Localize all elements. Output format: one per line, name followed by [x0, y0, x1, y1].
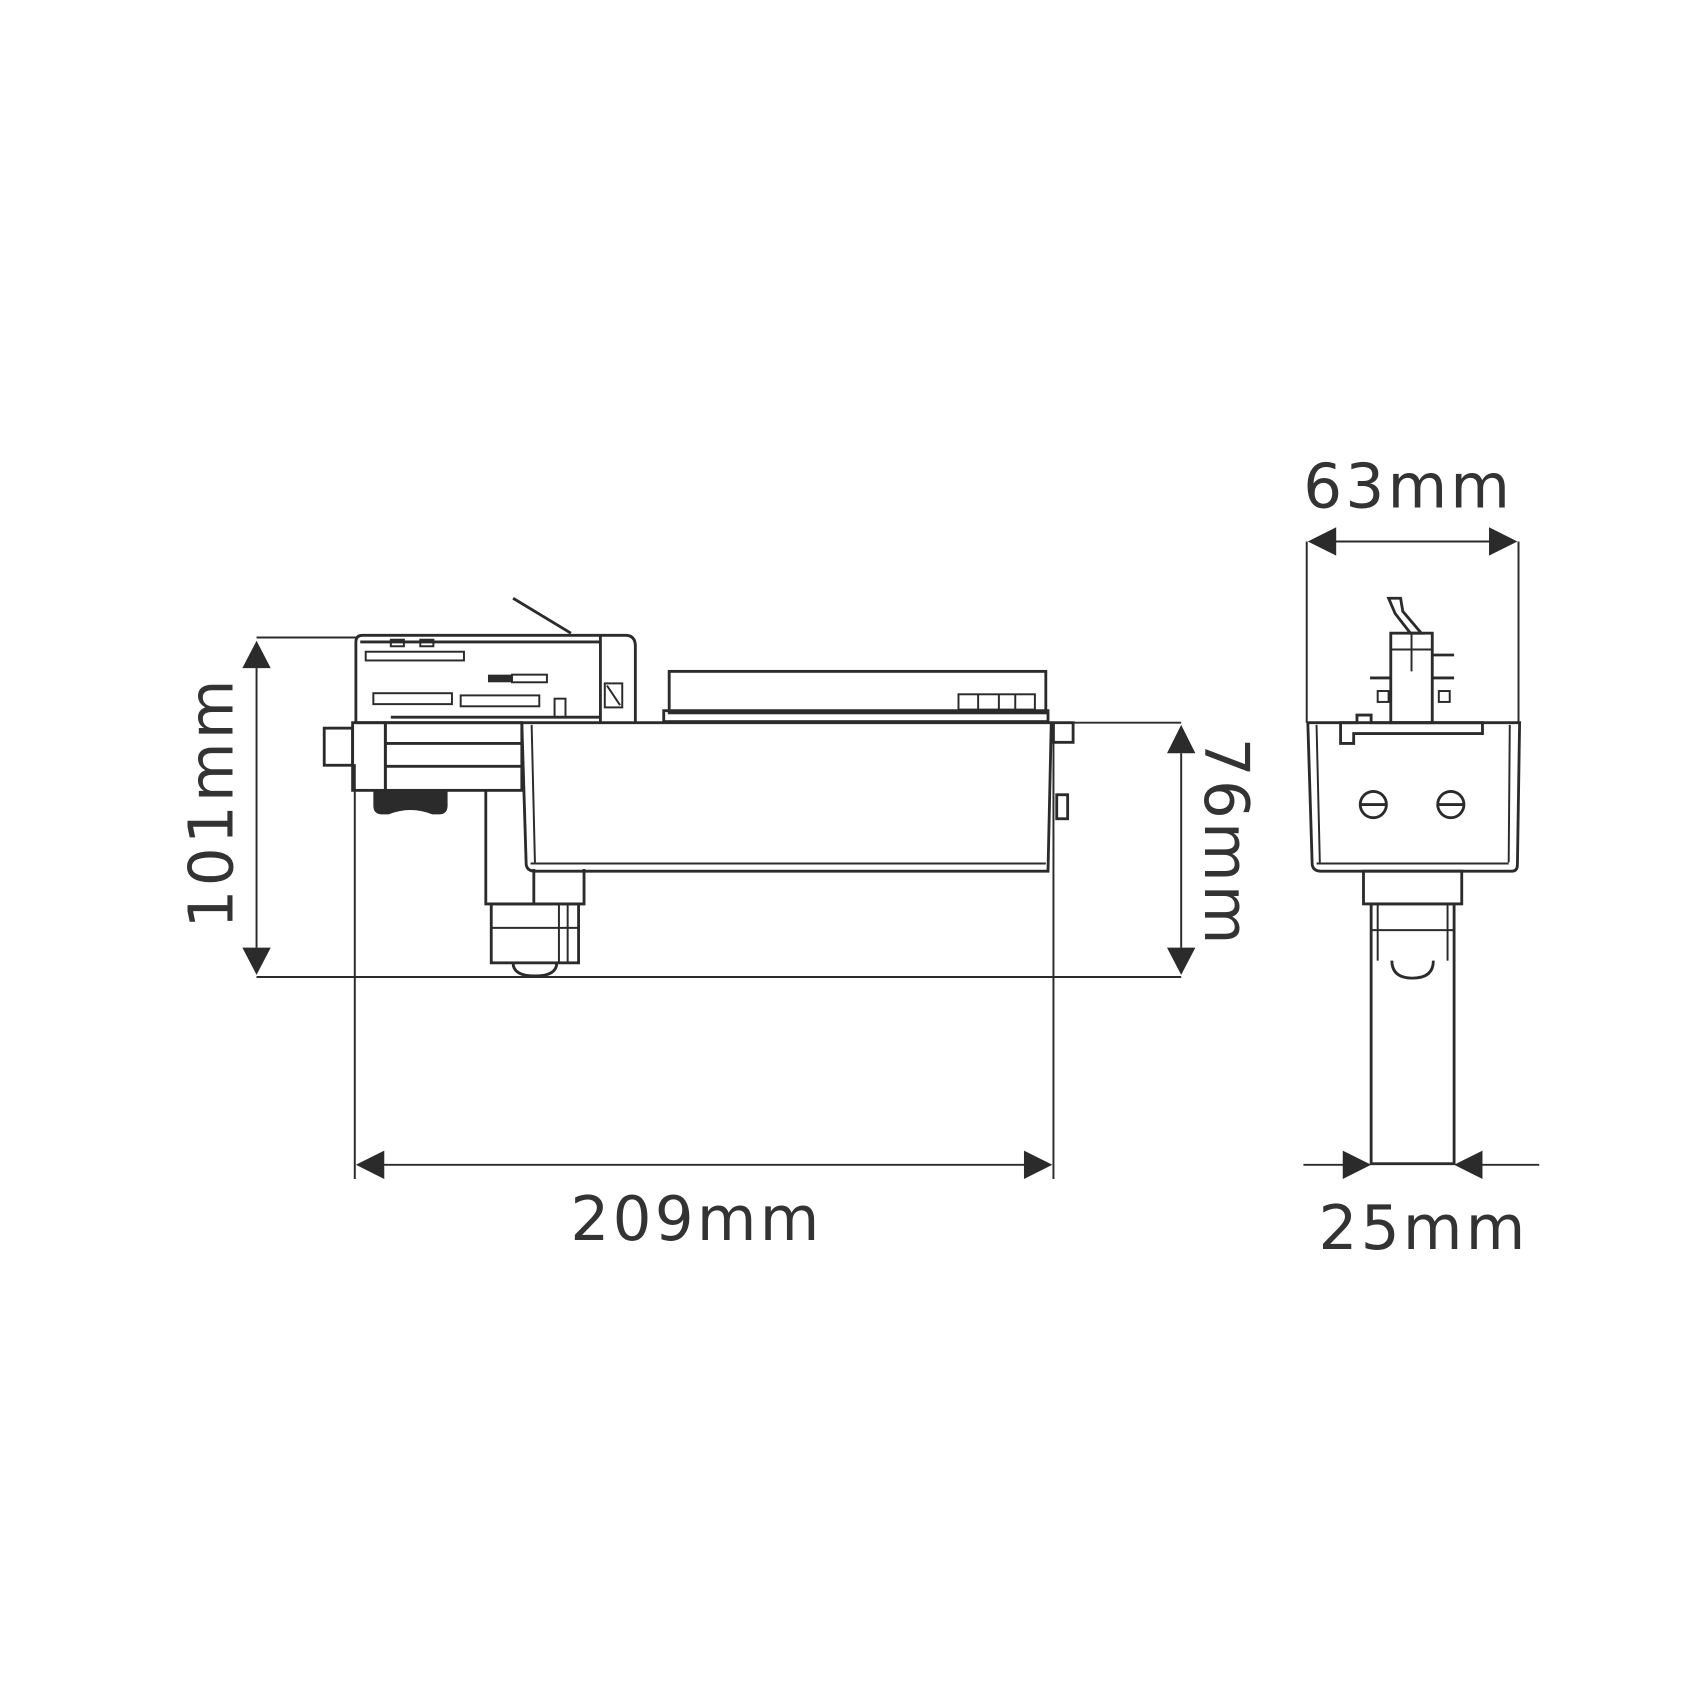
front-width-dimension-label: 63mm: [1303, 452, 1513, 523]
width-dimension-label: 209mm: [570, 1184, 822, 1255]
stem-width-dimension-label: 25mm: [1319, 1193, 1529, 1264]
front-dimension-lines: [1303, 527, 1540, 1179]
height-dimension-label: 101mm: [177, 676, 248, 928]
side-view: 101mm 76mm 209mm: [177, 597, 1261, 1255]
spot-head: [489, 902, 581, 978]
screw-icon: [1358, 790, 1388, 820]
front-driver-housing: [1306, 721, 1522, 873]
front-stem: [1362, 869, 1464, 1166]
dimension-lines: [242, 636, 1196, 1179]
front-view: 63mm 25mm: [1303, 452, 1540, 1264]
screw-icon: [1436, 790, 1466, 820]
driver-housing: [520, 669, 1075, 873]
body-height-dimension-label: 76mm: [1190, 738, 1261, 948]
track-adapter: [322, 597, 637, 906]
